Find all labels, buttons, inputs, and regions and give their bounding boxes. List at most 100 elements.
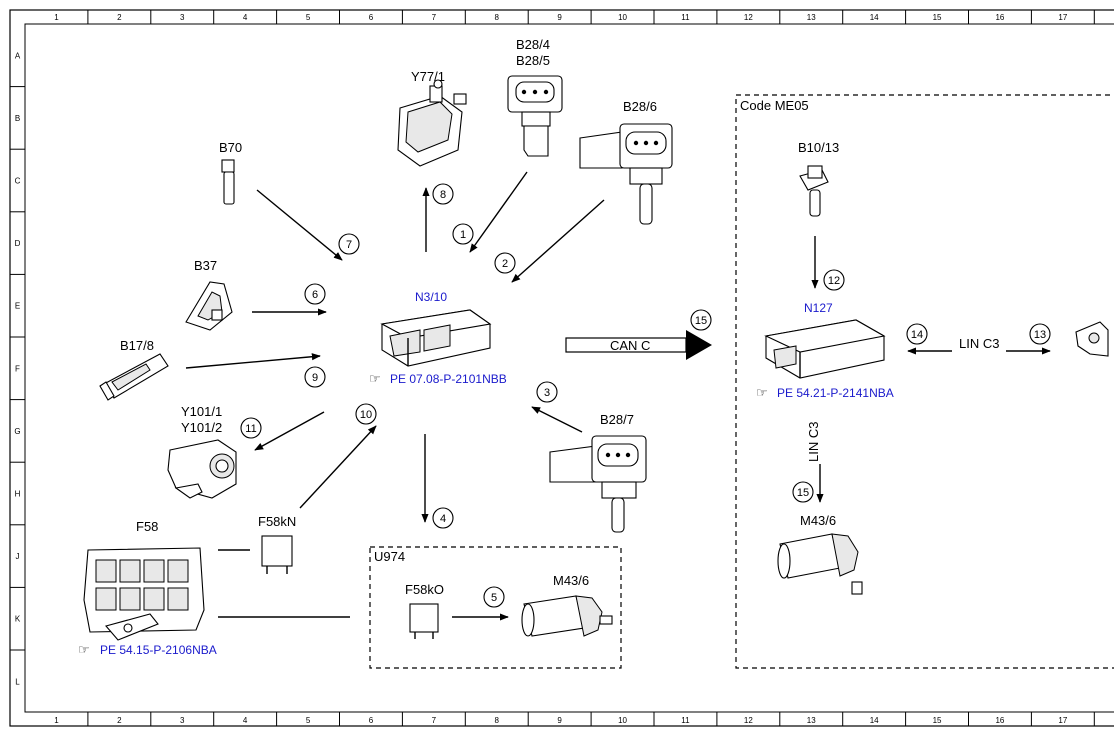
u974-region xyxy=(369,546,622,669)
svg-text:7: 7 xyxy=(346,239,352,251)
grid-column-label-top: 14 xyxy=(870,13,879,22)
grid-column-label-top: 7 xyxy=(432,13,437,22)
relay-icon xyxy=(261,535,293,574)
svg-text:9: 9 xyxy=(312,372,318,384)
grid-column-label-top: 3 xyxy=(180,13,185,22)
f58kn-component[interactable]: F58kN xyxy=(258,514,296,574)
partial-component-icon xyxy=(1075,321,1109,357)
b28-6-component[interactable]: B28/6 xyxy=(579,99,673,225)
y77-1-component[interactable]: Y77/1 xyxy=(397,69,467,167)
signal-9: 9 xyxy=(304,366,326,388)
grid-column-label-top: 12 xyxy=(744,13,753,22)
signal-13: 13 xyxy=(1029,323,1051,345)
grid-column-label-bottom: 15 xyxy=(933,716,942,725)
pressure-sensor-icon xyxy=(579,123,673,225)
grid-column-label-top: 16 xyxy=(995,13,1004,22)
grid-column-label-top: 11 xyxy=(681,13,690,22)
m43-6-left-component[interactable]: M43/6 xyxy=(521,573,613,637)
svg-text:15: 15 xyxy=(695,315,707,327)
signal-5: 5 xyxy=(483,586,505,608)
m43-6-right-component[interactable]: M43/6 xyxy=(777,513,863,595)
b37-label: B37 xyxy=(194,258,217,273)
n127-component[interactable]: N127 ☞ PE 54.21-P-2141NBA xyxy=(756,301,894,400)
grid-column-label-bottom: 3 xyxy=(180,716,185,725)
b28-5-label: B28/5 xyxy=(516,53,550,68)
signal-15-lin: 15 xyxy=(792,481,814,503)
n127-reference-link[interactable]: ☞ PE 54.21-P-2141NBA xyxy=(756,385,894,400)
grid-column-label-bottom: 4 xyxy=(243,716,248,725)
b28-4-label: B28/4 xyxy=(516,37,550,52)
b10-13-component[interactable]: B10/13 xyxy=(798,140,839,217)
b17-8-component[interactable]: B17/8 xyxy=(99,338,169,401)
grid-column-label-bottom: 1 xyxy=(54,716,59,725)
svg-text:3: 3 xyxy=(544,387,550,399)
svg-text:12: 12 xyxy=(828,275,840,287)
lin-c3-vertical-label: LIN C3 xyxy=(806,422,821,462)
signal-4: 4 xyxy=(432,507,454,529)
b28-7-component[interactable]: B28/7 xyxy=(549,412,647,533)
f58-component[interactable]: F58 ☞ PE 54.15-P-2106NBA xyxy=(78,519,217,657)
svg-text:13: 13 xyxy=(1034,329,1046,341)
grid-column-label-top: 5 xyxy=(306,13,311,22)
n3-10-label: N3/10 xyxy=(415,290,447,304)
n3-10-reference-link[interactable]: ☞ PE 07.08-P-2101NBB xyxy=(369,371,507,386)
pointing-hand-icon: ☞ xyxy=(78,642,90,657)
b37-component[interactable]: B37 xyxy=(185,258,233,331)
grid-row-label: E xyxy=(15,302,20,311)
grid-column-label-top: 10 xyxy=(618,13,627,22)
signal-3: 3 xyxy=(536,381,558,403)
grid-column-label-bottom: 11 xyxy=(681,716,690,725)
n127-reference-text: PE 54.21-P-2141NBA xyxy=(777,386,894,400)
grid-column-label-top: 4 xyxy=(243,13,248,22)
b17-8-label: B17/8 xyxy=(120,338,154,353)
grid-column-label-bottom: 6 xyxy=(369,716,374,725)
grid-column-label-top: 9 xyxy=(557,13,562,22)
b70-component[interactable]: B70 xyxy=(219,140,242,205)
b28-4-5-component[interactable]: B28/4 B28/5 xyxy=(507,37,563,157)
relay-icon xyxy=(409,603,439,639)
pointing-hand-icon: ☞ xyxy=(756,385,768,400)
lin-c3-horizontal-label: LIN C3 xyxy=(959,336,999,351)
b28-7-label: B28/7 xyxy=(600,412,634,427)
can-c-bus: CAN C xyxy=(565,330,712,360)
connection-lines xyxy=(185,171,1051,621)
grid-row-label: F xyxy=(15,364,20,373)
pump-icon xyxy=(777,533,863,595)
code-me05-label: Code ME05 xyxy=(740,98,809,113)
svg-text:6: 6 xyxy=(312,289,318,301)
grid-column-label-top: 6 xyxy=(369,13,374,22)
pedal-sensor-icon xyxy=(185,281,233,331)
grid-row-label: B xyxy=(15,114,20,123)
grid-column-label-top: 1 xyxy=(54,13,59,22)
grid-column-label-bottom: 10 xyxy=(618,716,627,725)
svg-text:8: 8 xyxy=(440,189,446,201)
signal-7: 7 xyxy=(338,233,360,255)
f58ko-label: F58kO xyxy=(405,582,444,597)
f58-reference-text: PE 54.15-P-2106NBA xyxy=(100,643,217,657)
signal-14: 14 xyxy=(906,323,928,345)
grid-column-label-top: 15 xyxy=(933,13,942,22)
grid-row-label: H xyxy=(15,490,21,499)
signal-15-can: 15 xyxy=(690,309,712,331)
control-unit-icon xyxy=(380,309,492,367)
f58kn-label: F58kN xyxy=(258,514,296,529)
grid-column-label-bottom: 16 xyxy=(995,716,1004,725)
n3-10-component[interactable]: N3/10 ☞ PE 07.08-P-2101NBB xyxy=(369,290,507,386)
y101-component[interactable]: Y101/1 Y101/2 xyxy=(167,404,237,499)
signal-6: 6 xyxy=(304,283,326,305)
f58-reference-link[interactable]: ☞ PE 54.15-P-2106NBA xyxy=(78,642,217,657)
signal-12: 12 xyxy=(823,269,845,291)
grid-row-label: G xyxy=(14,427,20,436)
signal-11: 11 xyxy=(240,417,262,439)
grid-column-label-bottom: 8 xyxy=(495,716,500,725)
grid-column-label-bottom: 17 xyxy=(1058,716,1067,725)
grid-column-label-bottom: 5 xyxy=(306,716,311,725)
f58ko-component[interactable]: F58kO xyxy=(405,582,444,639)
grid-column-label-bottom: 7 xyxy=(432,716,437,725)
fuse-relay-box-icon xyxy=(83,547,205,641)
pressure-sensor-icon xyxy=(507,75,563,157)
svg-text:15: 15 xyxy=(797,487,809,499)
grid-column-labels: 1122334455667788991010111112121313141415… xyxy=(54,13,1068,725)
